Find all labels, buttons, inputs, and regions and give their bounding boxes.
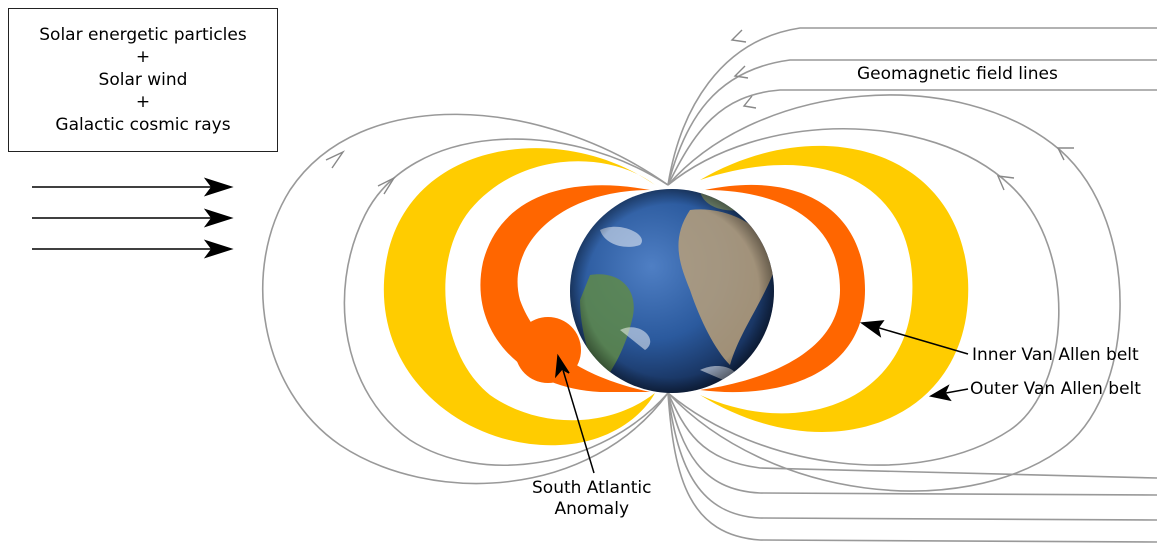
field-line-right-inner <box>667 127 1060 466</box>
field-line-open-bottom-3 <box>667 392 1158 521</box>
field-line-left-outer <box>262 113 669 485</box>
field-line-open-bottom-2 <box>667 392 1158 496</box>
earth-globe-icon <box>570 189 774 393</box>
field-line-open-bottom-4 <box>667 392 1158 543</box>
outer-van-allen-belt-label: Outer Van Allen belt <box>970 379 1141 399</box>
outer-belt-right <box>700 145 969 432</box>
field-line-open-top-1 <box>667 27 1157 186</box>
field-line-left-inner <box>343 138 669 466</box>
inner-belt-pointer <box>875 326 969 355</box>
saa-pointer <box>562 369 595 474</box>
outer-belt-pointer <box>945 388 969 394</box>
inner-belt-right <box>700 184 865 393</box>
field-line-open-bottom-1 <box>667 392 1158 479</box>
field-lines <box>262 27 1158 543</box>
outer-belt-left <box>383 148 655 446</box>
outer-van-allen-belt <box>383 145 969 446</box>
field-line-open-top-2 <box>667 59 1157 186</box>
south-atlantic-anomaly <box>515 317 581 383</box>
source-solar-energetic-particles: Solar energetic particles <box>39 24 247 45</box>
field-line-open-top-3 <box>667 89 1157 186</box>
saa-label-line1: South Atlantic <box>532 478 652 498</box>
label-pointers <box>555 320 969 474</box>
plus-sign: + <box>135 92 151 113</box>
incoming-particle-arrows <box>32 177 234 259</box>
saa-label-line2: Anomaly <box>554 499 630 520</box>
south-atlantic-anomaly-label: South Atlantic Anomaly <box>532 478 651 521</box>
geomagnetic-field-lines-label: Geomagnetic field lines <box>857 64 1058 84</box>
plus-sign: + <box>135 47 151 68</box>
source-solar-wind: Solar wind <box>98 69 188 90</box>
source-galactic-cosmic-rays: Galactic cosmic rays <box>55 114 231 135</box>
radiation-sources-box: Solar energetic particles + Solar wind +… <box>8 8 278 152</box>
field-line-right-outer <box>667 94 1121 492</box>
inner-van-allen-belt-label: Inner Van Allen belt <box>972 345 1139 365</box>
field-line-direction-arrow-icon <box>325 29 1074 195</box>
